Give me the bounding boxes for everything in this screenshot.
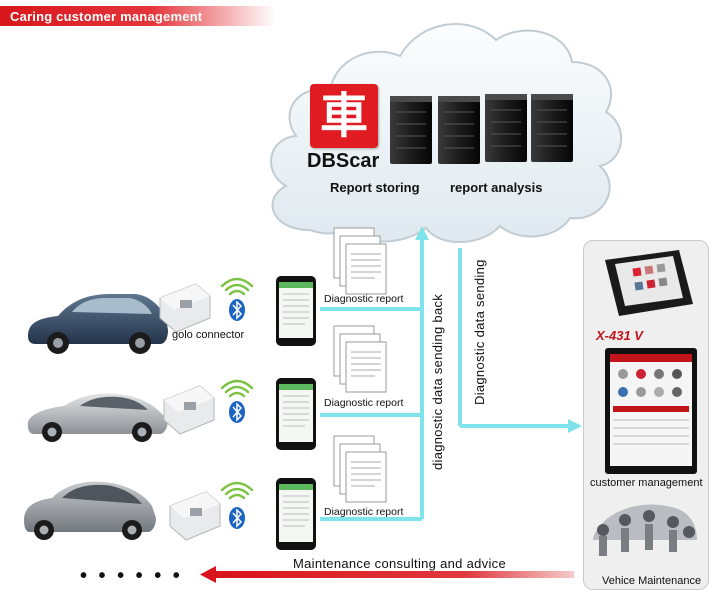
header-banner — [0, 6, 275, 26]
bluetooth-icon — [229, 299, 245, 321]
bluetooth-icon — [229, 401, 245, 423]
dbscar-logo: 車 — [310, 84, 378, 148]
maintenance-advice-label: Maintenance consulting and advice — [293, 556, 506, 571]
advice-arrow — [200, 566, 574, 583]
customer-management-label: customer management — [590, 477, 703, 489]
car-icon — [27, 393, 169, 442]
report-analysis-label: report analysis — [450, 180, 543, 195]
obd-connector-icon — [159, 283, 211, 333]
obd-connector-icon — [169, 491, 221, 541]
report-label: Diagnostic report — [324, 506, 404, 518]
wifi-signal-icon — [220, 277, 254, 500]
flow-lines — [320, 238, 570, 521]
document-icon — [333, 227, 387, 295]
right-panel-graphics — [593, 250, 697, 556]
report-storing-label: Report storing — [330, 180, 420, 195]
page-title: Caring customer management — [10, 9, 203, 24]
document-icon — [333, 325, 387, 393]
connector-label: golo connector — [172, 329, 245, 341]
sending-label: Diagnostic data sending — [472, 259, 487, 405]
sending-back-label: diagnostic data sending back — [430, 293, 445, 470]
bluetooth-icon — [229, 507, 245, 529]
server-icon — [485, 94, 527, 162]
ellipsis: • • • • • • — [80, 565, 183, 587]
tablet-icon — [605, 348, 697, 474]
server-icon — [438, 96, 480, 164]
car-icon — [28, 294, 168, 354]
tablet-icon — [605, 250, 693, 316]
document-icon — [333, 435, 387, 503]
arrow-right-head — [568, 419, 582, 433]
obd-connector-icon — [163, 385, 215, 435]
report-label: Diagnostic report — [324, 293, 404, 305]
server-icon — [390, 96, 432, 164]
phone-icon — [276, 478, 316, 550]
server-icon — [531, 94, 573, 162]
mechanics-illustration — [593, 504, 697, 556]
brand-name: DBScar — [307, 150, 380, 172]
x431-brand: X-431 V — [596, 328, 643, 343]
phone-icon — [276, 378, 316, 450]
phone-icon — [276, 276, 316, 346]
vehicle-maintenance-label: Vehice Maintenance — [602, 575, 702, 587]
report-label: Diagnostic report — [324, 397, 404, 409]
car-icon — [24, 481, 156, 540]
arrow-up-head — [415, 226, 429, 240]
